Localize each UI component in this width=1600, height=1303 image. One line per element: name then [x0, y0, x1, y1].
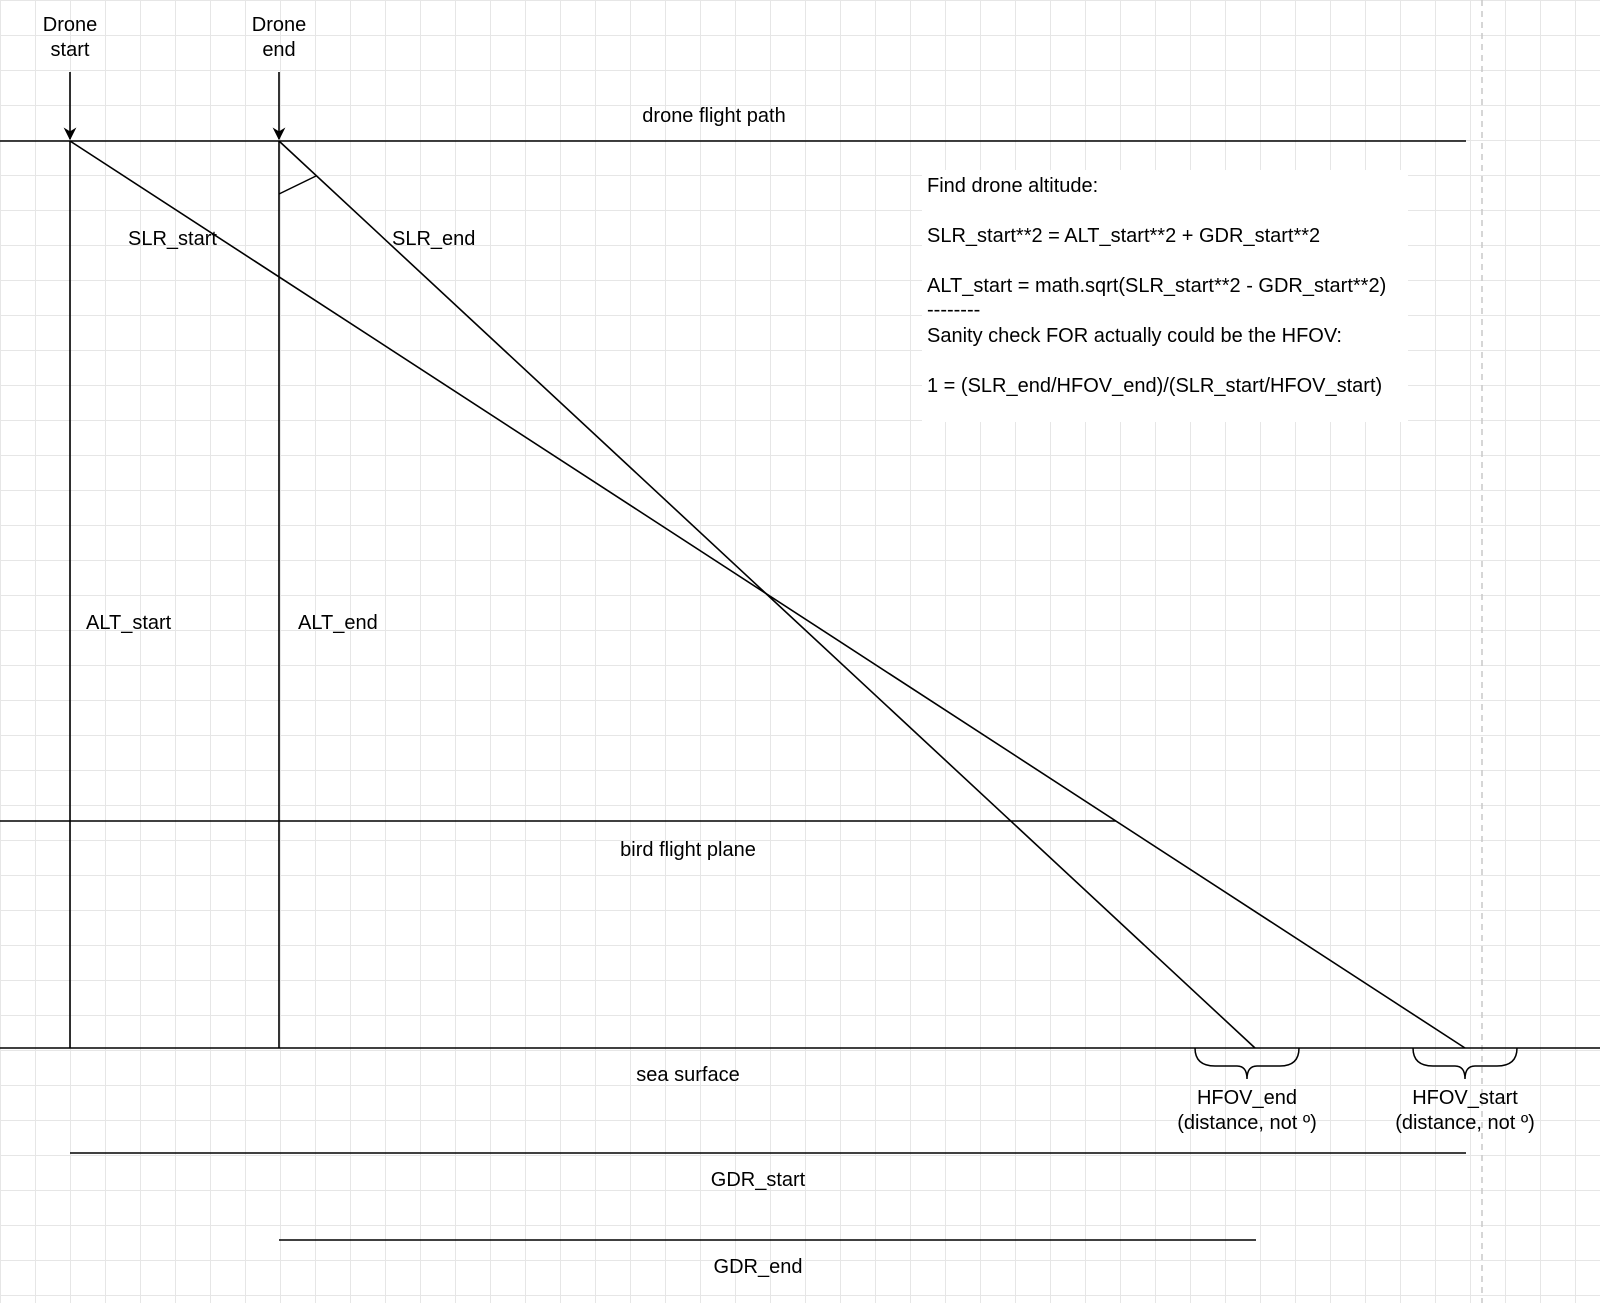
alt-start-label: ALT_start	[86, 612, 172, 634]
sea-surface-label: sea surface	[636, 1064, 739, 1086]
angle-arc-marker	[278, 175, 317, 195]
formula-note[interactable]: Find drone altitude: SLR_start**2 = ALT_…	[922, 170, 1408, 422]
note-line-separator: --------	[927, 299, 981, 321]
drone-flight-path-label: drone flight path	[642, 105, 785, 127]
slr-end-line[interactable]	[278, 140, 1256, 1049]
note-line-sanity-formula: 1 = (SLR_end/HFOV_end)/(SLR_start/HFOV_s…	[927, 375, 1383, 397]
note-line-title: Find drone altitude:	[927, 175, 1099, 197]
hfov-start-brace[interactable]	[1412, 1047, 1518, 1080]
drone-end-label-line1: Drone	[252, 14, 306, 36]
hfov-start-label-line2: (distance, not º)	[1395, 1112, 1535, 1134]
note-line-pythagoras: SLR_start**2 = ALT_start**2 + GDR_start*…	[927, 225, 1321, 247]
slr-start-label: SLR_start	[128, 228, 217, 250]
bird-flight-plane-label: bird flight plane	[620, 839, 756, 861]
hfov-end-label-line1: HFOV_end	[1197, 1087, 1297, 1109]
slr-end-label: SLR_end	[392, 228, 475, 250]
gdr-start-label: GDR_start	[711, 1169, 806, 1191]
hfov-start-label-line1: HFOV_start	[1412, 1087, 1518, 1109]
alt-end-label: ALT_end	[298, 612, 378, 634]
gdr-end-label: GDR_end	[714, 1256, 803, 1278]
drone-end-label-line2: end	[262, 39, 295, 61]
drone-start-label-line1: Drone	[43, 14, 97, 36]
note-line-sanity-title: Sanity check FOR actually could be the H…	[927, 325, 1342, 347]
hfov-end-brace[interactable]	[1194, 1047, 1300, 1080]
drone-start-label-line2: start	[51, 39, 90, 61]
hfov-end-label-line2: (distance, not º)	[1177, 1112, 1317, 1134]
note-line-alt-formula: ALT_start = math.sqrt(SLR_start**2 - GDR…	[927, 275, 1387, 297]
